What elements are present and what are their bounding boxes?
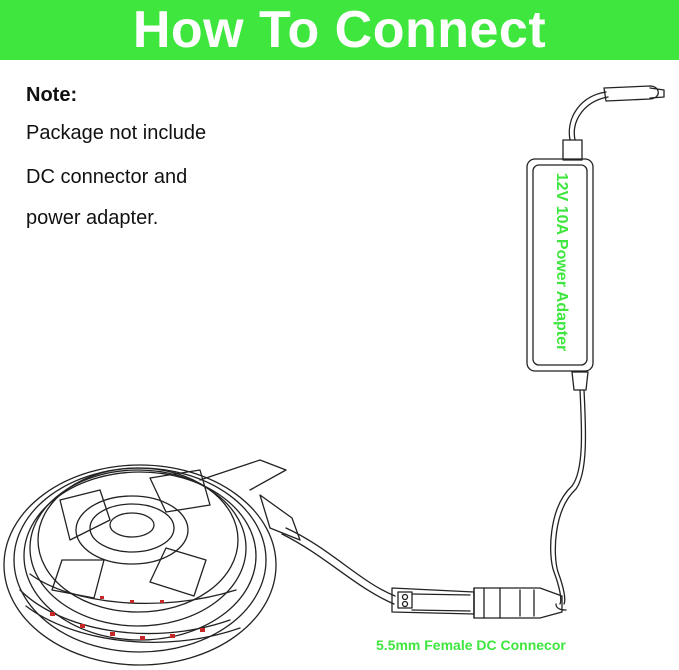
led-pads <box>50 596 205 640</box>
note-line-3: power adapter. <box>26 207 159 229</box>
dc-cable <box>550 389 587 611</box>
adapter-label: 12V 10A Power Adapter <box>553 172 570 352</box>
connector-label: 5.5mm Female DC Connecor <box>376 637 566 653</box>
note-line-2: DC connector and <box>26 166 188 188</box>
page-title: How To Connect <box>132 1 547 59</box>
led-strip-reel <box>3 459 287 666</box>
strip-lead-wires <box>259 494 396 605</box>
note-line-1: Package not include <box>26 122 207 144</box>
ac-cable <box>562 85 665 161</box>
female-dc-connector <box>391 587 563 619</box>
note-title: Note: <box>26 84 78 106</box>
title-banner: How To Connect <box>0 0 679 60</box>
power-adapter <box>526 158 594 391</box>
